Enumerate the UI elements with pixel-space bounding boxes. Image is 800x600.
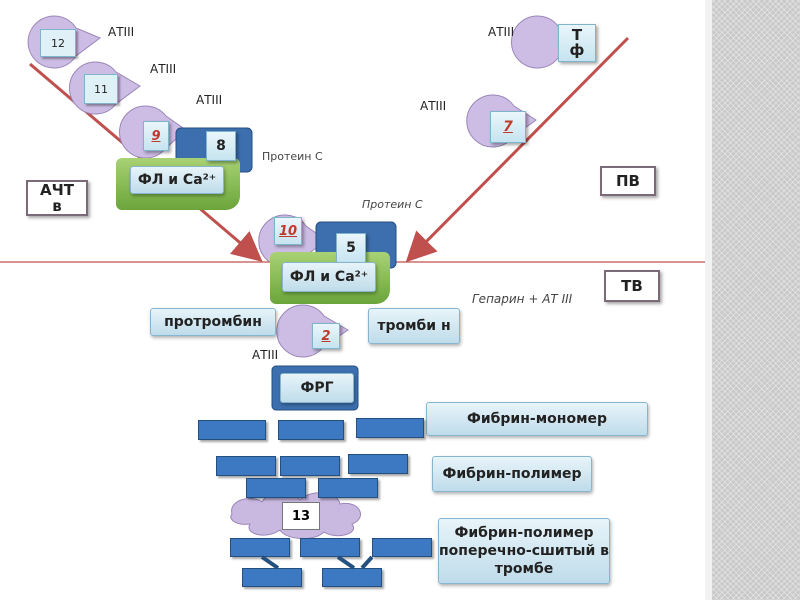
crosslink-lines — [260, 555, 374, 570]
achtv-box: АЧТ в — [26, 180, 88, 216]
heparin-label: Гепарин + АТ III — [472, 292, 573, 306]
brick-monomer-3 — [356, 418, 424, 438]
pv-box: ПВ — [600, 166, 656, 196]
fibrin-monomer-pill: Фибрин-мономер — [426, 402, 648, 436]
frg-box: ФРГ — [280, 373, 354, 403]
at-label-1: АТIII — [108, 25, 135, 39]
side-gap — [705, 0, 712, 600]
complex-lower: ФЛ и Са²⁺ — [282, 262, 376, 292]
protein-c-label-upper: Протеин С — [262, 150, 323, 163]
thrombin-pill: тромби н — [368, 308, 460, 344]
decorative-side-strip — [712, 0, 800, 600]
factor-12: 12 — [40, 29, 76, 57]
factor-9: 9 — [143, 121, 169, 151]
complex-upper: ФЛ и Са²⁺ — [130, 166, 224, 194]
factor-11: 11 — [84, 74, 118, 104]
arrow-extrinsic — [405, 36, 630, 263]
brick-crosslink-2 — [300, 538, 360, 557]
factor-10: 10 — [274, 217, 302, 245]
factor-7: 7 — [490, 111, 526, 143]
brick-monomer-2 — [278, 420, 344, 440]
factor-2: 2 — [312, 323, 340, 349]
at-label-5: АТIII — [420, 99, 447, 113]
brick-polymer-5 — [318, 478, 378, 498]
fibrin-crosslinked-pill: Фибрин-полимер поперечно-сшитый в тромбе — [438, 518, 610, 584]
brick-polymer-1 — [216, 456, 276, 476]
protein-c-label-lower: Протеин С — [362, 198, 423, 211]
prothrombin-pill: протромбин — [150, 308, 276, 336]
factor-13: 13 — [282, 502, 320, 530]
brick-crosslink-3 — [372, 538, 432, 557]
brick-polymer-3 — [348, 454, 408, 474]
brick-crosslink-1 — [230, 538, 290, 557]
at-label-2: АТIII — [150, 62, 177, 76]
at-label-6: АТIII — [252, 348, 279, 362]
factor-tf: Т ф — [558, 24, 596, 62]
at-label-3: АТIII — [196, 93, 223, 107]
brick-polymer-2 — [280, 456, 340, 476]
brick-polymer-4 — [246, 478, 306, 498]
pacman-tf — [511, 15, 583, 69]
tv-box: ТВ — [604, 270, 660, 302]
fibrin-polymer-pill: Фибрин-полимер — [432, 456, 592, 492]
at-label-4: АТIII — [488, 25, 515, 39]
brick-crosslink-4 — [242, 568, 302, 587]
brick-monomer-1 — [198, 420, 266, 440]
factor-8: 8 — [206, 131, 236, 161]
